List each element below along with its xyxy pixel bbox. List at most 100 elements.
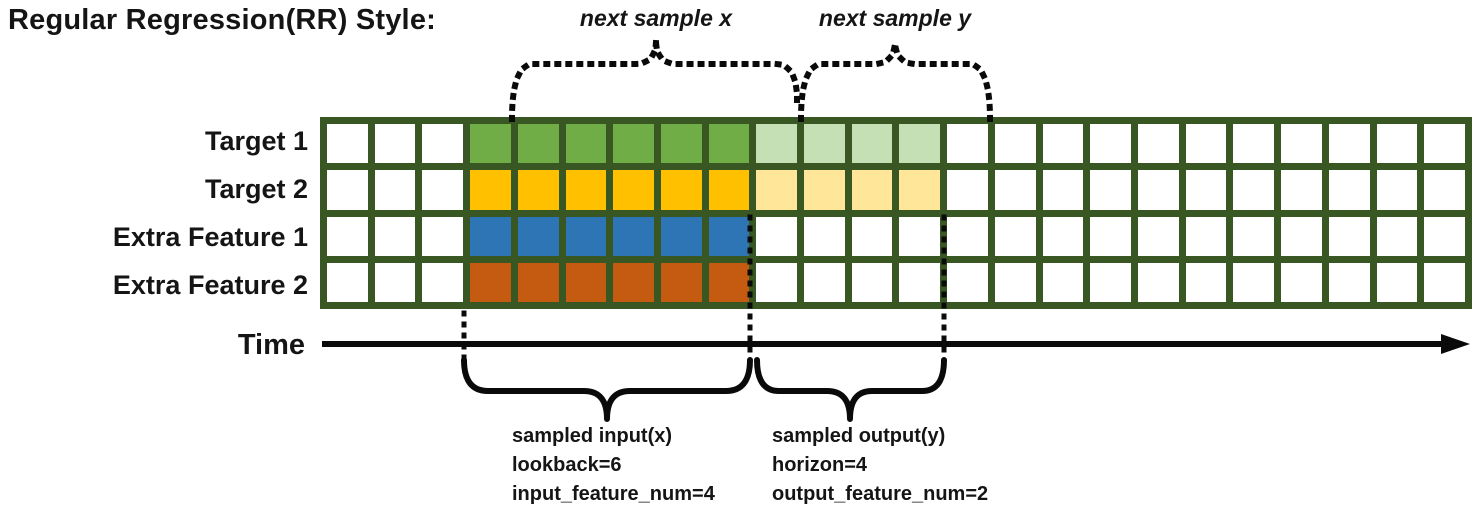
grid-cell [1138,262,1179,302]
row-label-extra-feature-2: Extra Feature 2 [112,270,308,300]
grid-cell [565,216,607,256]
grid-cell [1233,124,1275,164]
grid-cell [1424,124,1465,164]
grid-cell [613,170,654,210]
row-label-target-1: Target 1 [204,126,308,156]
grid-cell [374,262,416,302]
grid-cell [1042,216,1084,256]
sampled-input-title: sampled input(x) [512,425,673,447]
grid-cell [708,262,750,302]
row-label-extra-feature-1: Extra Feature 1 [112,222,308,252]
grid-cell [708,124,750,164]
grid-cell [947,216,988,256]
input-feature-num-value: input_feature_num=4 [512,483,715,505]
sampled-input-brace [461,357,753,422]
grid-cell [756,262,798,302]
grid-cell [1138,216,1179,256]
grid-cell [1042,170,1084,210]
grid-cell [994,216,1036,256]
grid-cell [994,262,1036,302]
output-feature-num-value: output_feature_num=2 [772,483,989,505]
grid-cell [1185,262,1227,302]
grid-cell [994,170,1036,210]
grid-cell [1233,170,1275,210]
grid-cell [613,216,654,256]
grid-cell [708,216,750,256]
next-sample-x-label: next sample x [579,5,733,31]
grid-cell [851,170,893,210]
grid-cell [899,170,941,210]
grid-cell [1376,124,1418,164]
grid-cell [660,216,702,256]
grid-cell [1090,262,1132,302]
grid-cell [1376,216,1418,256]
grid-cell [1090,170,1132,210]
grid-cell [1328,262,1370,302]
time-axis-arrowhead [1441,334,1470,354]
grid-cell [851,216,893,256]
grid-cell [1376,262,1418,302]
grid-cell [804,216,845,256]
grid-cell [1281,170,1322,210]
grid-cell [470,170,511,210]
grid-cell [470,216,511,256]
sampled-output-annotation: sampled output(y) horizon=4 output_featu… [772,422,988,509]
row-label-target-2: Target 2 [204,174,308,204]
grid-cell [374,124,416,164]
grid-cell [1185,216,1227,256]
grid-cell [1328,170,1370,210]
grid-cell [756,216,798,256]
grid-cell [947,170,988,210]
grid-cell [994,124,1036,164]
grid-cell [1090,124,1132,164]
grid-cell [422,124,464,164]
grid-cell [613,124,654,164]
grid-cell [804,170,845,210]
grid-cell [1233,262,1275,302]
grid-cell [1138,170,1179,210]
grid-cell [565,170,607,210]
grid-cell [804,124,845,164]
grid-cell [851,262,893,302]
grid-cell [660,262,702,302]
grid-cell [422,216,464,256]
grid-cell [1281,216,1322,256]
grid-cell [899,216,941,256]
sampled-input-annotation: sampled input(x) lookback=6 input_featur… [512,422,715,509]
grid-cell [899,124,941,164]
grid-cell [1328,124,1370,164]
grid-cell [660,170,702,210]
grid-cell [1185,124,1227,164]
time-series-grid [320,117,1472,309]
grid-cell [1090,216,1132,256]
grid-cell [422,262,464,302]
grid-cell [374,170,416,210]
page-title: Regular Regression(RR) Style: [8,4,436,36]
grid-cell [756,124,798,164]
grid-cell [1281,124,1322,164]
grid-cell [1328,216,1370,256]
grid-cell [517,216,559,256]
grid-cell [565,262,607,302]
grid-cell [1042,124,1084,164]
time-axis-label: Time [237,329,305,361]
grid-cell [1281,262,1322,302]
grid-cell [327,262,368,302]
horizon-value: horizon=4 [772,454,868,476]
grid-cell [1185,170,1227,210]
grid-cell [470,124,511,164]
grid-cell [1042,262,1084,302]
next-sample-y-brace [797,36,994,123]
grid-cell [660,124,702,164]
grid-cell [1424,262,1465,302]
grid-cell [374,216,416,256]
grid-cell [899,262,941,302]
grid-cell [1376,170,1418,210]
grid-cell [517,262,559,302]
lookback-value: lookback=6 [512,454,622,476]
grid-cell [708,170,750,210]
grid-cell [517,124,559,164]
grid-cell [327,216,368,256]
grid-cell [517,170,559,210]
